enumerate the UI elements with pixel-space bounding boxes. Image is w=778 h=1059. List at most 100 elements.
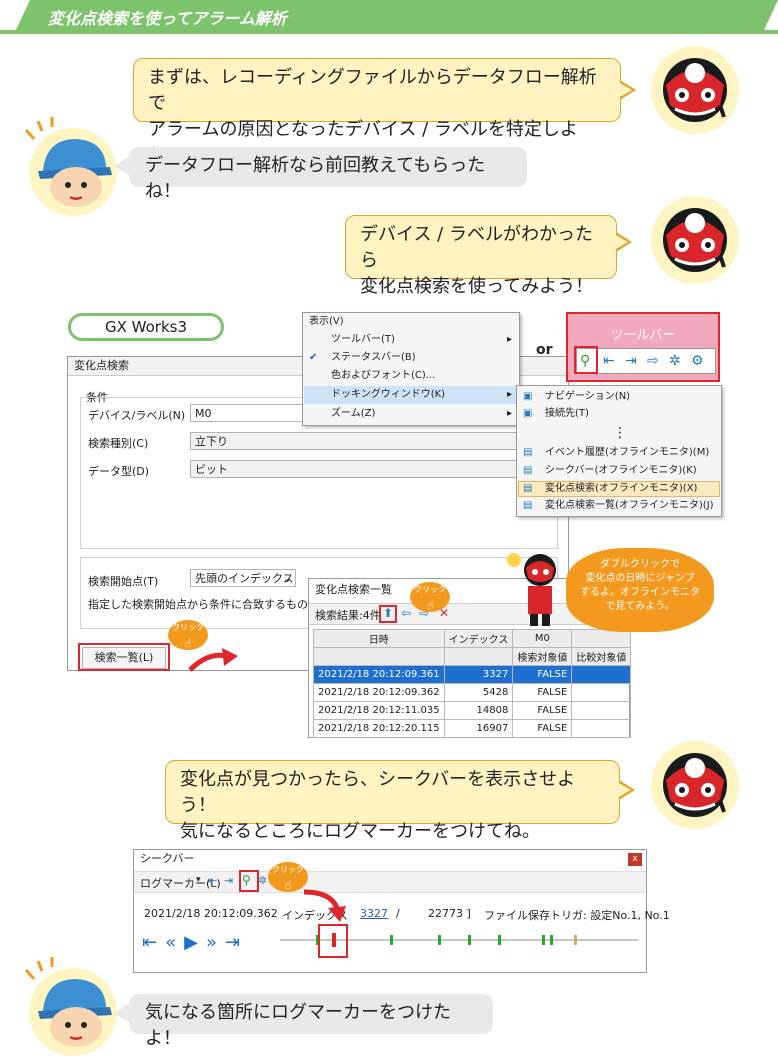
settings-icon[interactable]: ✲ <box>258 874 268 887</box>
prev-marker-icon[interactable]: ⇤ <box>208 874 218 887</box>
search-start-label: 検索開始点(T) <box>88 575 159 588</box>
data-type-select[interactable]: ビット <box>190 460 550 478</box>
menu-item-statusbar[interactable]: ステータスバー(B) <box>331 352 416 363</box>
subheader-empty <box>443 647 514 666</box>
seekbar-slash: / <box>396 907 400 920</box>
seekbar-icon: ▤ <box>523 465 533 476</box>
close-button[interactable]: x <box>628 853 642 866</box>
cell: 2021/2/18 20:12:09.362 <box>313 683 445 702</box>
callout-text: するよ。オフラインモニタ <box>580 587 700 598</box>
submenu-arrow-icon: ▸ <box>507 389 513 400</box>
click-badge: クリック☝ <box>410 582 450 612</box>
submenu-change-point-search[interactable]: 変化点検索(オフラインモニタ)(X) <box>545 483 698 494</box>
bubble-text-line: 変化点が見つかったら、シークバーを表示させよう！ <box>180 769 576 816</box>
check-icon: ✔ <box>309 352 318 363</box>
menu-item-color-font[interactable]: 色およびフォント(C)... <box>331 370 436 381</box>
boy-character-icon <box>24 957 118 1057</box>
toolbar-box: ツールバー ⚲ ⇤ ⇥ ⇨ ✲ ⚙ <box>566 312 720 382</box>
device-label: デバイス/ラベル(N) <box>88 409 186 422</box>
submenu-seekbar[interactable]: シークバー(オフラインモニタ)(K) <box>545 465 697 476</box>
cell: 2021/2/18 20:12:09.361 <box>313 665 445 684</box>
toolbar-box-label: ツールバー <box>610 328 676 343</box>
page-header: 変化点検索を使ってアラーム解析 <box>0 0 778 36</box>
rewind-icon[interactable]: « <box>165 932 185 953</box>
arrow-icon <box>303 889 346 922</box>
submenu-connection[interactable]: 接続先(T) <box>545 408 589 419</box>
hand-icon: ☝ <box>426 599 434 612</box>
up-arrow-icon[interactable]: ⬆ <box>383 606 394 620</box>
seekbar-index-label: インデックス <box>282 909 348 922</box>
menu-item-toolbar[interactable]: ツールバー(T) <box>331 334 395 345</box>
seekbar-total: 22773 ] <box>428 907 471 920</box>
seekbar-window: シークバー x ログマーカー(L) ▾ ⇤ ⇥ ⚲ ✲ 2021/2/18 20… <box>133 849 670 973</box>
menu-title[interactable]: 表示(V) <box>309 316 344 327</box>
col-header-index: インデックス <box>443 629 514 648</box>
first-frame-icon[interactable]: ⇤ <box>142 932 166 953</box>
search-type-select[interactable]: 立下り <box>190 432 550 450</box>
connection-icon: ▣ <box>523 408 533 419</box>
speech-bubble-boy-1: データフロー解析なら前回教えてもらったね！ <box>129 147 527 202</box>
cell <box>571 683 632 702</box>
chevron-down-icon: ⌄ <box>282 572 292 585</box>
callout-text: ダブルクリックで <box>600 559 680 570</box>
navigation-icon: ▣ <box>523 391 533 402</box>
cell: FALSE <box>512 701 573 720</box>
seekbar-toolbar: ログマーカー(L) ▾ ⇤ ⇥ ⚲ ✲ <box>134 871 646 893</box>
menu-item-docking[interactable]: ドッキングウィンドウ(K) <box>331 389 446 400</box>
cell: FALSE <box>512 665 573 684</box>
jump-back-icon[interactable]: ⇦ <box>401 606 412 620</box>
bubble-text-line: デバイス / ラベルがわかったら <box>360 224 593 271</box>
subheader-empty <box>313 647 445 666</box>
submenu-change-point-list[interactable]: 変化点検索一覧(オフラインモニタ)(J) <box>545 500 714 511</box>
bubble-tail <box>618 80 636 100</box>
robot-mascot-icon <box>507 553 556 626</box>
change-point-search-tool-icon[interactable]: ⚲ <box>580 353 591 369</box>
click-text: クリック <box>272 865 304 874</box>
robot-character-icon <box>650 740 740 830</box>
cell: 5428 <box>443 683 514 702</box>
jump-forward-icon[interactable]: ⇨ <box>419 606 430 620</box>
result-count: 検索結果:4件 <box>315 609 381 622</box>
robot-character-icon <box>650 45 740 135</box>
seekbar-title: シークバー <box>134 850 646 868</box>
submenu-navigation[interactable]: ナビゲーション(N) <box>545 391 631 402</box>
settings-icon[interactable]: ✲ <box>669 353 681 369</box>
cell: 14808 <box>443 701 514 720</box>
seekbar-datetime: 2021/2/18 20:12:09.362 <box>144 907 278 920</box>
bubble-text-line: まずは、レコーディングファイルからデータフロー解析で <box>148 67 597 114</box>
seekbar-index-value[interactable]: 3327 <box>360 907 388 920</box>
prev-change-icon[interactable]: ⇤ <box>603 353 615 369</box>
menu-item-zoom[interactable]: ズーム(Z) <box>331 408 376 419</box>
search-start-value: 先頭のインデックス <box>195 572 294 585</box>
search-start-select[interactable]: 先頭のインデックス ⌄ <box>190 569 296 587</box>
fast-forward-icon[interactable]: » <box>205 932 225 953</box>
highlight-box <box>239 870 259 892</box>
boy-character-icon <box>24 117 118 217</box>
last-frame-icon[interactable]: ⇥ <box>224 932 249 953</box>
submenu-event-history[interactable]: イベント履歴(オフラインモニタ)(M) <box>545 447 710 458</box>
next-change-icon[interactable]: ⇥ <box>625 353 637 369</box>
cell <box>571 719 632 738</box>
highlight-box <box>318 924 348 958</box>
cell: FALSE <box>512 719 573 738</box>
speech-bubble-robot-3: 変化点が見つかったら、シークバーを表示させよう！ 気になるところにログマーカーを… <box>165 760 620 842</box>
log-marker-menu[interactable]: ログマーカー(L) <box>140 877 221 890</box>
search-list-button[interactable]: 検索一覧(L) <box>82 647 166 669</box>
next-marker-icon[interactable]: ⇥ <box>224 874 234 887</box>
add-log-marker-icon[interactable]: ⚲ <box>242 873 251 887</box>
bubble-tail <box>114 1003 130 1023</box>
seekbar-track[interactable] <box>280 932 638 948</box>
close-icon[interactable]: ✕ <box>439 606 450 620</box>
data-type-label: データ型(D) <box>88 465 150 478</box>
list-icon[interactable]: ⚙ <box>691 353 704 369</box>
submenu-arrow-icon: ▸ <box>507 408 513 419</box>
jump-icon[interactable]: ⇨ <box>647 353 659 369</box>
speech-bubble-boy-2: 気になる箇所にログマーカーをつけたよ！ <box>129 994 493 1049</box>
page-title: 変化点検索を使ってアラーム解析 <box>48 9 287 28</box>
play-icon[interactable]: ▶ <box>184 932 206 953</box>
